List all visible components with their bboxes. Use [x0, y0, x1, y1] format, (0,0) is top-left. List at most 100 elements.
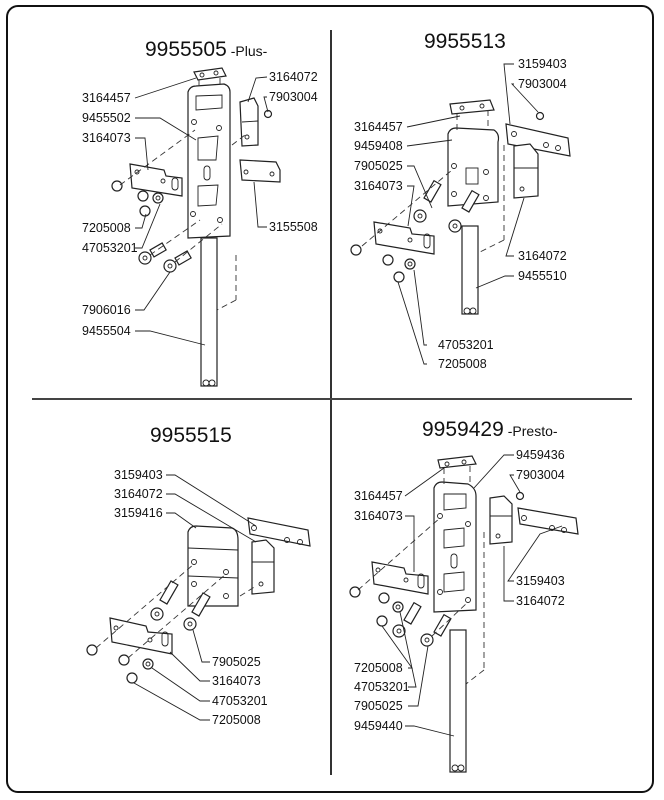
assembly-title-9955513: 9955513 [424, 30, 506, 54]
assembly-title-9955515: 9955515 [150, 424, 232, 448]
part-label: 3164457 [82, 91, 131, 105]
assembly-title-9955505: 9955505-Plus- [145, 38, 267, 62]
part-label: 3159403 [516, 574, 565, 588]
part-label: 3164457 [354, 489, 403, 503]
assembly-number: 9955513 [424, 30, 506, 53]
clip-part [449, 99, 495, 115]
part-label: 7906016 [82, 303, 131, 317]
part-label: 3159416 [114, 506, 163, 520]
screw [118, 654, 130, 666]
diagram-frame [6, 5, 654, 793]
bracket-plate [373, 221, 435, 255]
screw [382, 254, 394, 266]
part-label: 47053201 [354, 680, 410, 694]
part-label: 47053201 [82, 241, 138, 255]
part-label: 7205008 [354, 661, 403, 675]
cap-screw [448, 219, 462, 233]
washer [152, 192, 164, 204]
part-label: 7905025 [354, 699, 403, 713]
part-label: 47053201 [212, 694, 268, 708]
part-label: 3159403 [114, 468, 163, 482]
washer [142, 658, 154, 670]
screw [350, 244, 362, 256]
part-label: 9459440 [354, 719, 403, 733]
part-label: 7903004 [518, 77, 567, 91]
part-label: 9455510 [518, 269, 567, 283]
bracket-plate [109, 617, 173, 655]
vertical-divider [330, 30, 332, 775]
screw [376, 615, 388, 627]
cap-screw [392, 624, 406, 638]
screw [111, 180, 123, 192]
assembly-number: 9959429 [422, 418, 504, 441]
part-label: 7905025 [354, 159, 403, 173]
rail-part [247, 517, 311, 547]
cap-screw [138, 251, 152, 265]
screw [393, 271, 405, 283]
block-part [489, 495, 513, 545]
part-label: 3155508 [269, 220, 318, 234]
part-label: 7205008 [438, 357, 487, 371]
slide-bar [461, 225, 479, 315]
assembly-number: 9955505 [145, 38, 227, 61]
assembly-number: 9955515 [150, 424, 232, 447]
part-label: 3164073 [82, 131, 131, 145]
cap-screw [420, 633, 434, 647]
screw [378, 592, 390, 604]
screw [86, 644, 98, 656]
rail-part [505, 123, 571, 157]
part-label: 7905025 [212, 655, 261, 669]
screw [515, 491, 525, 501]
cap-screw [163, 259, 177, 273]
main-plate [187, 83, 231, 239]
block-part [513, 143, 539, 199]
part-label: 3164073 [354, 179, 403, 193]
assembly-9959429: 3164457 3164073 9459436 7903004 3159403 … [349, 448, 579, 773]
part-label: 3164073 [212, 674, 261, 688]
bracket-plate [371, 561, 429, 595]
slide-bar [449, 629, 467, 773]
part-label: 3164072 [516, 594, 565, 608]
slide-bar [200, 237, 218, 387]
part-label: 3159403 [518, 57, 567, 71]
cap-screw [150, 607, 164, 621]
rail-part [517, 507, 579, 535]
clip-part [193, 67, 227, 81]
horizontal-divider [32, 398, 632, 400]
cap-screw [413, 209, 427, 223]
part-label: 9455504 [82, 324, 131, 338]
bracket-plate [129, 163, 183, 197]
cap-screw [183, 617, 197, 631]
screw [137, 190, 149, 202]
assembly-9955513: 3164457 9459408 7905025 3164073 3159403 … [350, 57, 571, 371]
screw [139, 205, 151, 217]
rail-part [239, 159, 281, 183]
screw [349, 586, 361, 598]
part-label: 3164072 [114, 487, 163, 501]
part-label: 3164073 [354, 509, 403, 523]
block-part [251, 539, 275, 595]
washer [392, 601, 404, 613]
part-label: 9455502 [82, 111, 131, 125]
part-label: 9459408 [354, 139, 403, 153]
part-label: 7205008 [212, 713, 261, 727]
main-plate [447, 127, 500, 207]
assembly-variant: -Presto- [507, 423, 558, 439]
part-label: 47053201 [438, 338, 494, 352]
part-label: 3164072 [518, 249, 567, 263]
part-label: 7903004 [269, 90, 318, 104]
part-label: 9459436 [516, 448, 565, 462]
part-label: 7903004 [516, 468, 565, 482]
assembly-variant: -Plus- [230, 43, 268, 59]
screw [535, 111, 545, 121]
assembly-9955505: 3164457 9455502 3164073 7205008 47053201… [82, 67, 318, 387]
washer [404, 258, 416, 270]
part-label: 3164457 [354, 120, 403, 134]
assembly-9955515: 3159403 3164072 3159416 7905025 3164073 … [86, 468, 311, 727]
part-label: 7205008 [82, 221, 131, 235]
part-label: 3164072 [269, 70, 318, 84]
assembly-title-9959429: 9959429-Presto- [422, 418, 558, 442]
carrier-block [187, 525, 239, 607]
screw [126, 672, 138, 684]
